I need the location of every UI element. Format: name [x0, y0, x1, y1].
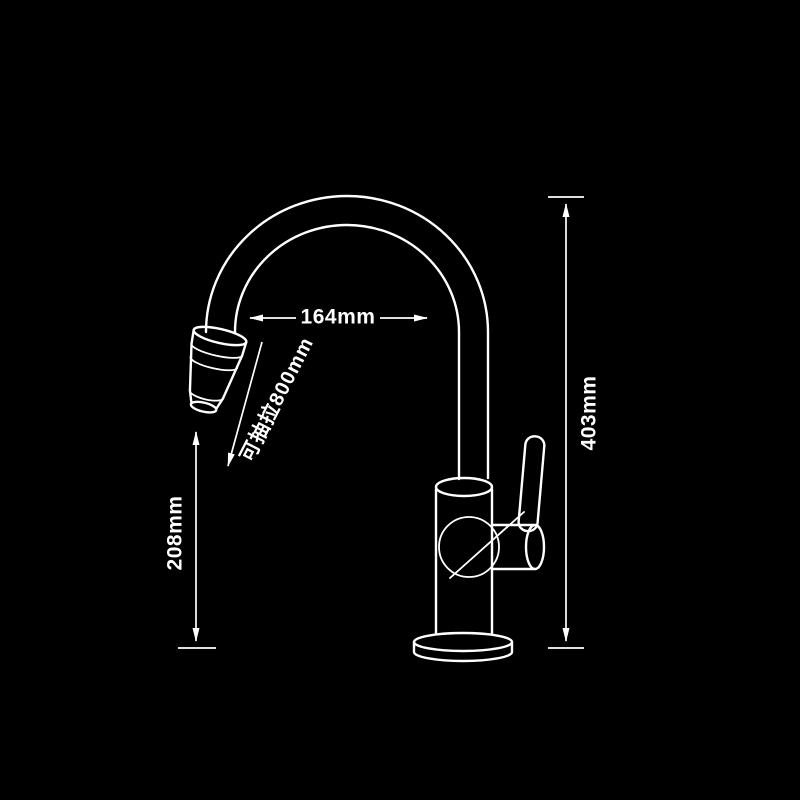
faucet-base [412, 631, 514, 663]
faucet-spout [204, 194, 490, 481]
dim-label-spout-reach: 164mm [301, 306, 376, 329]
pull-out-arrow [227, 341, 263, 467]
faucet-drawing [188, 194, 546, 663]
dim-line-total-height [548, 196, 584, 649]
sprayer-head [188, 325, 248, 414]
dim-label-total-height: 403mm [578, 376, 601, 451]
dim-line-clearance-height [178, 431, 216, 649]
dimension-annotations [178, 196, 584, 649]
faucet-body [434, 476, 525, 636]
faucet-handle [490, 435, 546, 571]
dim-label-pull-out: 可抽拉800mm [235, 333, 319, 466]
dim-label-clearance-height: 208mm [164, 496, 187, 571]
